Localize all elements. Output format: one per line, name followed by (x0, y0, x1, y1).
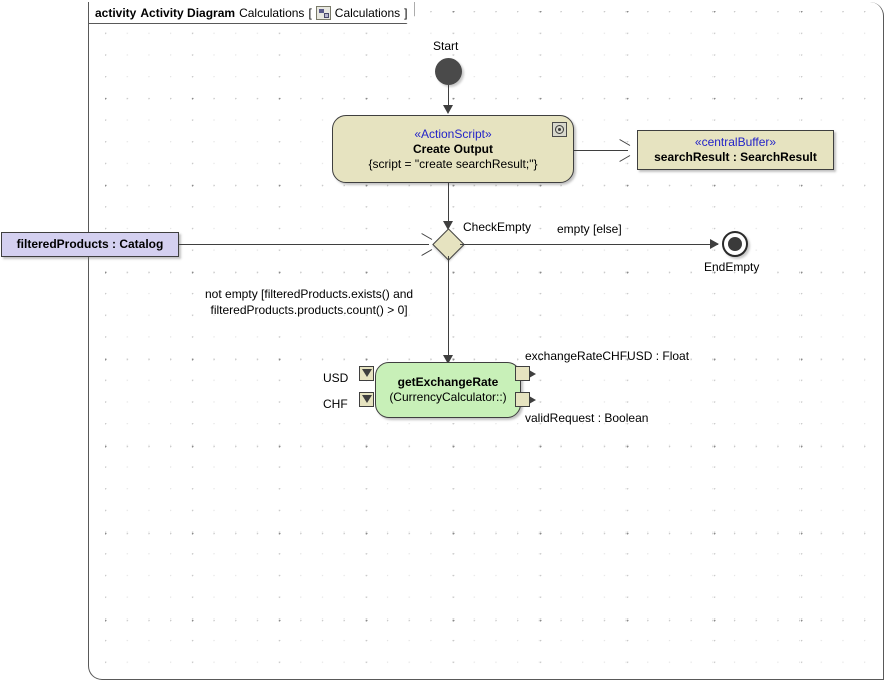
edge-start-to-create-output (448, 85, 449, 112)
activity-diagram-icon (316, 6, 331, 20)
input-pin-chf[interactable] (359, 392, 374, 407)
create-output-script: {script = "create searchResult;"} (368, 156, 538, 171)
guard-label-not-empty-line2: filteredProducts.products.count() > 0] (210, 303, 408, 317)
frame-inner-name: Calculations (334, 5, 401, 20)
central-buffer-stereotype: «centralBuffer» (694, 135, 777, 149)
input-pin-usd-label: USD (323, 371, 349, 385)
end-empty-label: EndEmpty (704, 260, 760, 274)
central-buffer-name: searchResult : SearchResult (654, 150, 817, 164)
input-pin-chf-label: CHF (323, 397, 348, 411)
arrowhead-decision-to-get-exchange-rate (443, 355, 453, 364)
guard-label-empty-else: empty [else] (557, 222, 622, 236)
edge-create-output-to-decision (448, 183, 449, 230)
frame-keyword: activity (95, 5, 137, 20)
call-behavior-action-get-exchange-rate[interactable]: getExchangeRate (CurrencyCalculator::) (375, 362, 521, 418)
output-pin-exchange-rate-label: exchangeRateCHFUSD : Float (525, 349, 690, 363)
guard-label-not-empty: not empty [filteredProducts.exists() and… (205, 286, 413, 318)
action-node-create-output[interactable]: «ActionScript» Create Output {script = "… (332, 115, 574, 183)
create-output-name: Create Output (412, 141, 493, 156)
edge-create-output-to-buffer (574, 150, 628, 151)
get-exchange-rate-name: getExchangeRate (397, 375, 499, 389)
guard-label-not-empty-line1: not empty [filteredProducts.exists() and (205, 287, 414, 301)
start-label: Start (433, 39, 459, 53)
arrowhead-start-to-create-output (443, 105, 453, 114)
edge-decision-to-get-exchange-rate (448, 256, 449, 364)
arrowhead-create-output-to-buffer (618, 144, 629, 157)
diagram-frame-header: activity Activity Diagram Calculations [… (88, 2, 415, 24)
frame-bracket-close: ] (404, 5, 408, 20)
final-node-end-empty[interactable] (722, 231, 748, 257)
object-node-filtered-products[interactable]: filteredProducts : Catalog (1, 232, 179, 257)
frame-diagram-name: Calculations (239, 5, 305, 20)
output-pin-valid-request[interactable] (515, 392, 536, 407)
arrowhead-create-output-to-decision (443, 221, 453, 230)
initial-node-start[interactable] (435, 58, 462, 85)
arrowhead-decision-to-end-empty (710, 239, 719, 249)
create-output-stereotype: «ActionScript» (414, 126, 492, 141)
input-pin-usd[interactable] (359, 366, 374, 381)
central-buffer-node-search-result[interactable]: «centralBuffer» searchResult : SearchRes… (637, 130, 834, 170)
frame-type-label: Activity Diagram (140, 5, 236, 20)
edge-decision-to-end-empty (460, 244, 718, 245)
script-icon (552, 122, 567, 137)
output-pin-valid-request-label: validRequest : Boolean (525, 411, 649, 425)
edge-filtered-products-to-decision (179, 244, 429, 245)
output-pin-exchange-rate[interactable] (515, 366, 536, 381)
get-exchange-rate-behavior: (CurrencyCalculator::) (389, 390, 507, 404)
decision-label-check-empty: CheckEmpty (463, 220, 532, 234)
frame-bracket-open: [ (308, 5, 312, 20)
filtered-products-name: filteredProducts : Catalog (16, 237, 164, 251)
diagram-frame (88, 2, 884, 680)
arrowhead-filtered-products-to-decision (420, 238, 431, 251)
